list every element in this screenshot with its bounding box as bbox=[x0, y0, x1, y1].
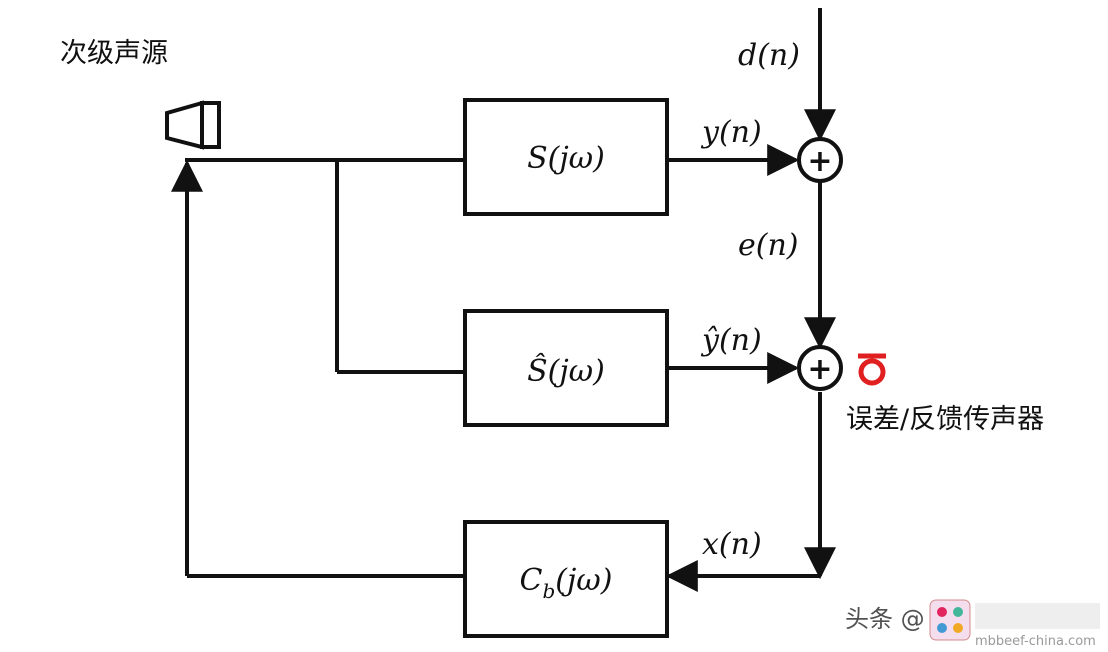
microphone-icon bbox=[858, 353, 886, 386]
x-label: x(n) bbox=[702, 527, 762, 562]
s-hat-block: Ŝ(jω) bbox=[463, 309, 669, 427]
summer-bottom-plus: + bbox=[807, 352, 832, 387]
s-hat-block-label: Ŝ(jω) bbox=[527, 353, 605, 389]
watermark: 头条 @ mbbeef-china.com bbox=[845, 599, 1100, 649]
watermark-site: mbbeef-china.com bbox=[975, 634, 1096, 649]
s-block-label: S(jω) bbox=[527, 141, 605, 176]
summer-top-plus: + bbox=[807, 144, 832, 179]
summer-bottom: + bbox=[797, 345, 843, 391]
s-block: S(jω) bbox=[463, 98, 669, 216]
summer-top: + bbox=[797, 137, 843, 183]
watermark-logo-icon bbox=[929, 599, 971, 641]
secondary-source-label: 次级声源 bbox=[60, 38, 168, 69]
watermark-text: 头条 @ bbox=[845, 605, 925, 633]
cb-block-label: Cb(jω) bbox=[520, 563, 613, 603]
error-mic-label: 误差/反馈传声器 bbox=[846, 404, 1044, 435]
y-label: y(n) bbox=[700, 115, 762, 150]
speaker-icon bbox=[165, 100, 221, 150]
d-label: d(n) bbox=[738, 38, 800, 73]
signal-wires bbox=[171, 8, 836, 592]
e-label: e(n) bbox=[738, 228, 798, 263]
yhat-label: ŷ(n) bbox=[700, 323, 762, 358]
cb-block: Cb(jω) bbox=[463, 520, 669, 638]
